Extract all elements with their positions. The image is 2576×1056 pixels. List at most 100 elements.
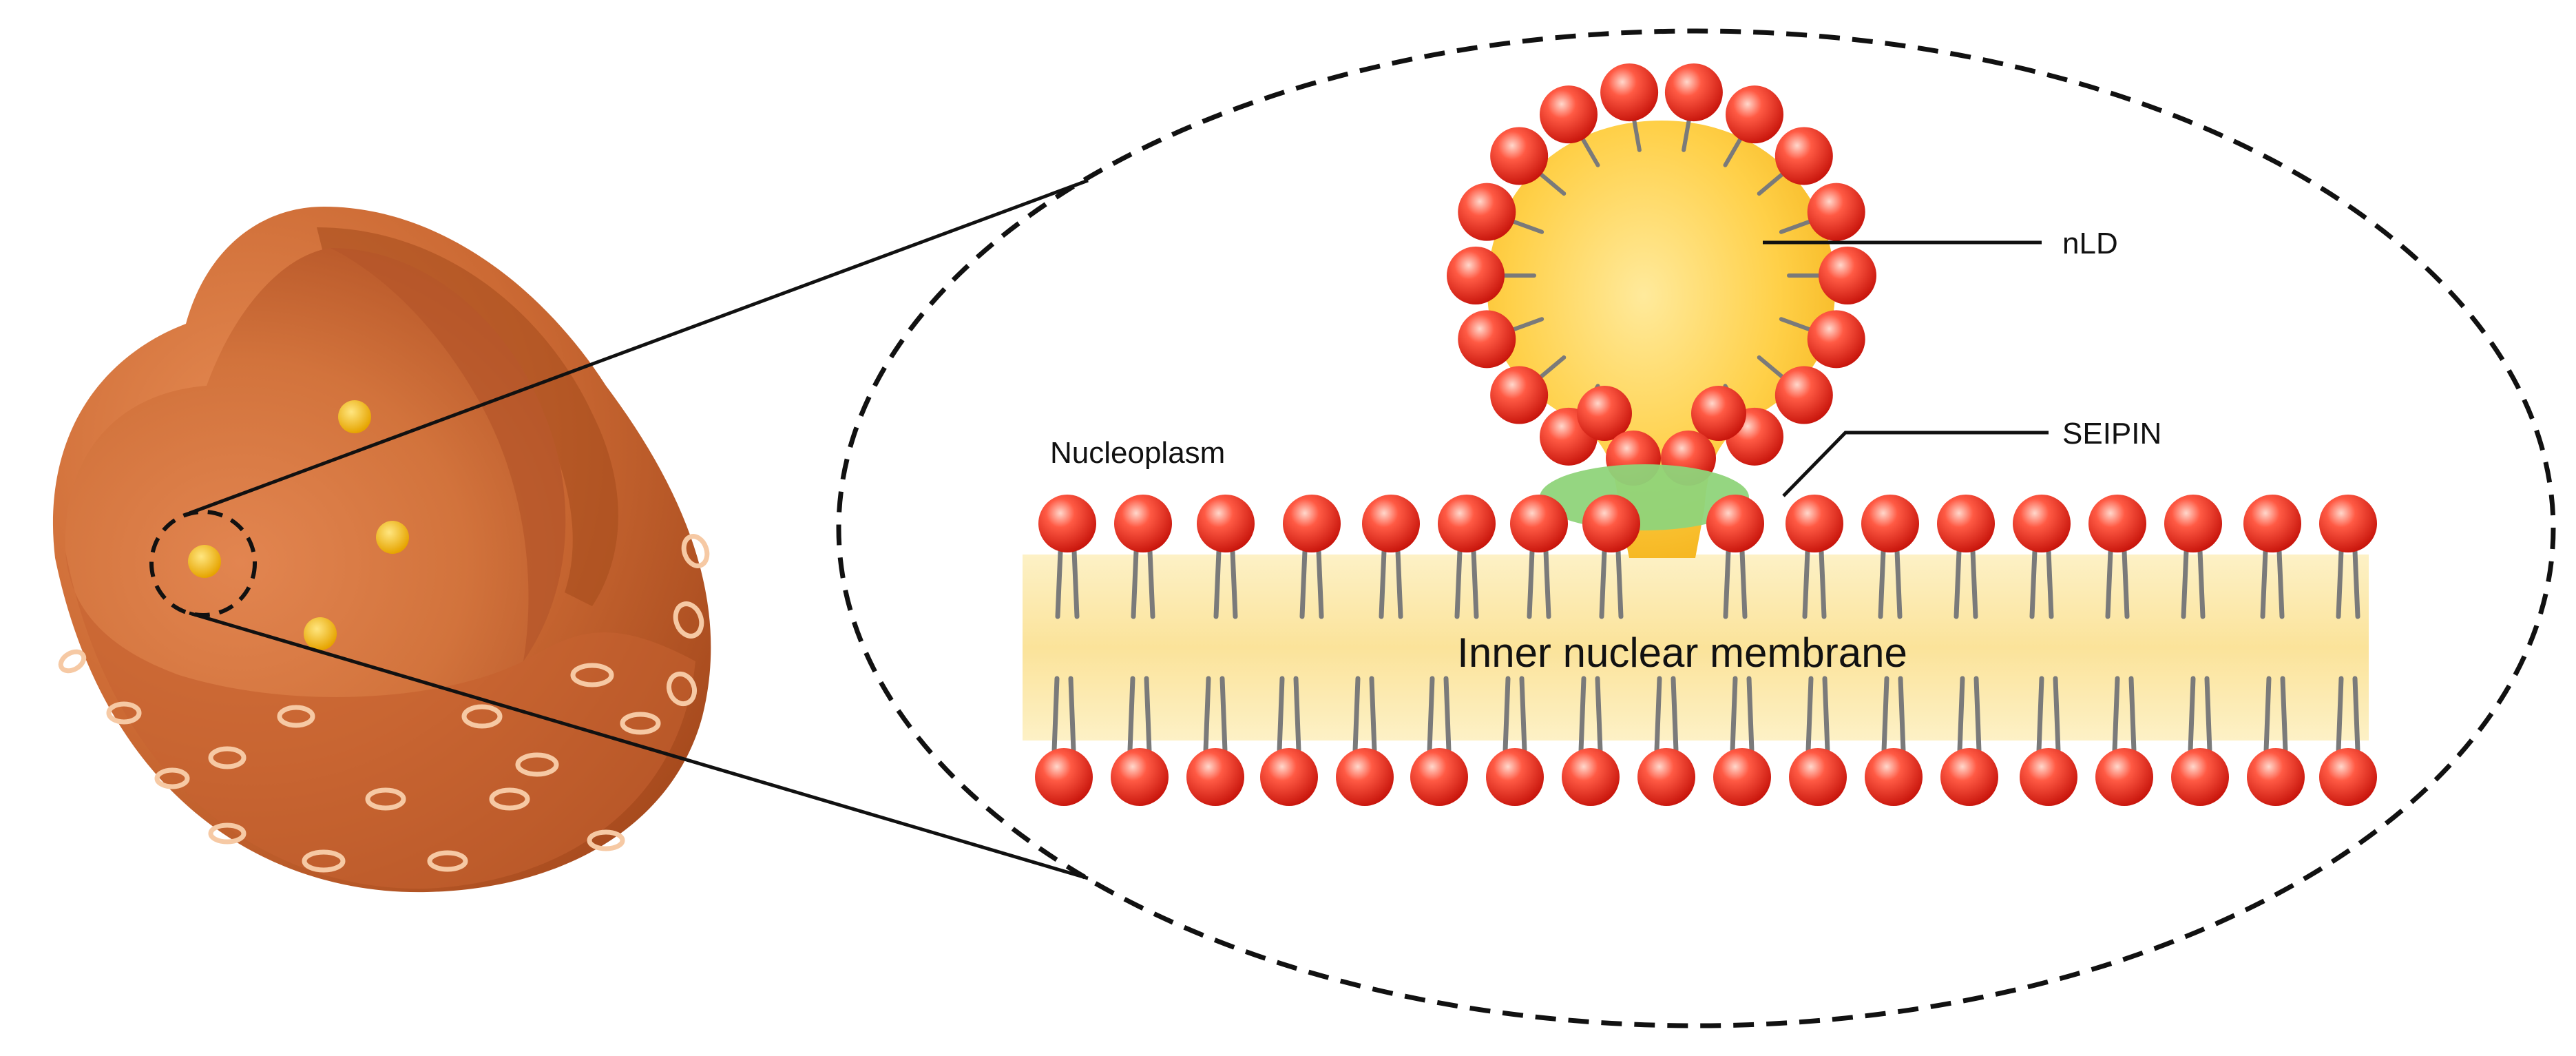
lipid-tail xyxy=(1502,676,1511,754)
lipid-head xyxy=(1114,495,1172,552)
lipid-tail xyxy=(2188,676,2196,754)
lipid-head xyxy=(1510,495,1568,552)
lipid-tail xyxy=(1578,676,1587,754)
lipid-tail xyxy=(1527,548,1535,619)
lipid-tail xyxy=(2204,676,2212,754)
lipid-tail xyxy=(1519,676,1527,754)
nucleoplasm-label: Nucleoplasm xyxy=(1050,436,1225,470)
lipid-tail xyxy=(1894,548,1903,619)
lipid-head xyxy=(1706,495,1764,552)
nuclear-pore xyxy=(427,850,468,872)
lipid-tail xyxy=(1369,676,1377,754)
lipid-tail xyxy=(1723,136,1743,167)
lipid-head xyxy=(1458,310,1516,369)
lipid-tail xyxy=(1654,676,1662,754)
nuclear-pore xyxy=(673,601,704,639)
nuclear-pore xyxy=(208,822,247,845)
droplet-lipid-heads xyxy=(1447,63,1876,486)
lipid-tail xyxy=(1454,548,1463,619)
nuclear-pore xyxy=(620,712,661,735)
lipid-tail xyxy=(2105,548,2113,619)
nucleus xyxy=(52,207,711,893)
lipid-head xyxy=(1713,748,1771,806)
lipid-head xyxy=(1664,63,1723,122)
lipid-tail xyxy=(1299,548,1308,619)
zoom-line-bottom xyxy=(189,611,1089,880)
lipid-tail xyxy=(1203,676,1211,754)
lipid-tail xyxy=(2280,676,2288,754)
lipid-tail xyxy=(1739,548,1748,619)
lipid-head xyxy=(2088,495,2146,552)
lipid-head xyxy=(1111,748,1169,806)
lipid-head xyxy=(1362,495,1420,552)
nuclear-pore xyxy=(587,829,625,851)
lipid-tail xyxy=(2197,548,2206,619)
lipid-tail xyxy=(1723,548,1731,619)
lipid-head xyxy=(1600,63,1659,122)
lipid-tail xyxy=(2112,676,2120,754)
lipid-tail xyxy=(2036,676,2044,754)
nld-label: nLD xyxy=(2062,227,2118,260)
lipid-head xyxy=(1865,748,1923,806)
inner-nuclear-membrane xyxy=(1023,495,2377,806)
lipid-tail xyxy=(1805,676,1814,754)
lipid-tail xyxy=(1957,676,1965,754)
lipid-tail xyxy=(2029,548,2038,619)
lipid-head xyxy=(2319,748,2377,806)
lipid-head xyxy=(1038,495,1096,552)
lipid-tail xyxy=(1293,676,1301,754)
lipid-tail xyxy=(1510,219,1544,234)
lipid-head xyxy=(1637,748,1695,806)
lipid-tail xyxy=(1730,676,1738,754)
lipid-head xyxy=(1819,247,1876,304)
nuclear-pore xyxy=(58,649,87,674)
lipid-head xyxy=(1774,127,1833,185)
lipid-head xyxy=(1691,386,1746,441)
lipid-head xyxy=(2319,495,2377,552)
lipid-tail xyxy=(1757,172,1786,196)
lipid-tail xyxy=(1822,676,1830,754)
droplet-core xyxy=(1487,121,1835,558)
membrane-label: Inner nuclear membrane xyxy=(1457,630,1907,676)
lipid-tail xyxy=(1779,219,1813,234)
lipid-head xyxy=(1582,495,1640,552)
lipid-tail xyxy=(1671,676,1679,754)
nuclear-lipid-droplet-dot xyxy=(338,400,371,433)
lipid-tail xyxy=(1219,676,1228,754)
lipid-tail xyxy=(1973,676,1982,754)
nuclear-pore xyxy=(570,663,614,687)
lipid-tail xyxy=(1970,548,1978,619)
zoom-line-top xyxy=(189,178,1089,515)
lipid-head xyxy=(1726,85,1783,144)
lipid-tail xyxy=(1599,548,1607,619)
lipid-tail xyxy=(2046,548,2054,619)
lipid-tail xyxy=(1427,676,1435,754)
nuclear-pore xyxy=(489,787,530,811)
lipid-tail xyxy=(2352,676,2360,754)
lipid-tail xyxy=(1632,117,1642,152)
lipid-head xyxy=(2171,748,2229,806)
zoom-ellipse xyxy=(836,28,2556,1028)
lipid-tail xyxy=(2263,676,2272,754)
lipid-tail xyxy=(2336,548,2344,619)
nuclear-pore xyxy=(154,767,190,789)
lipid-tail xyxy=(1580,136,1600,167)
nuclear-pore xyxy=(515,752,559,777)
lipid-head xyxy=(1447,247,1505,304)
lipid-head xyxy=(1577,386,1632,441)
lipid-tail xyxy=(1682,117,1691,152)
seipin-leader-line xyxy=(1782,431,2049,497)
lipid-head xyxy=(1486,748,1544,806)
lipid-tail xyxy=(1068,676,1076,754)
nucleus-front-surface xyxy=(65,551,695,889)
nuclear-pore xyxy=(208,746,247,769)
lipid-head xyxy=(1789,748,1847,806)
lipid-tail xyxy=(1443,676,1452,754)
lipid-head xyxy=(1186,748,1244,806)
lipid-head xyxy=(1861,495,1919,552)
lipid-tail xyxy=(1746,676,1755,754)
lipid-head xyxy=(1807,310,1865,369)
lipid-tail xyxy=(2122,548,2130,619)
nuclear-pore xyxy=(681,534,710,568)
